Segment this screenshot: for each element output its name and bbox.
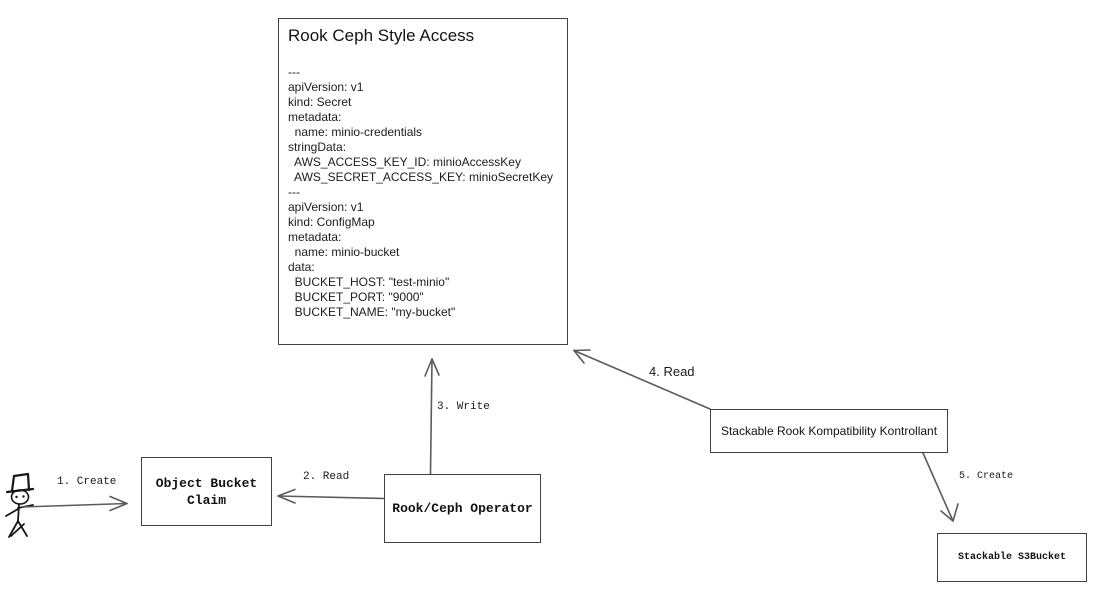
node-label: Stackable S3Bucket — [957, 552, 1067, 563]
edge-label-5-create: 5. Create — [959, 471, 1014, 482]
yaml-line: --- — [288, 65, 300, 79]
node-rook-ceph-style-access: Rook Ceph Style Access --- apiVersion: v… — [278, 18, 568, 345]
yaml-line: apiVersion: v1 — [288, 80, 364, 94]
node-object-bucket-claim: Object Bucket Claim — [141, 457, 272, 526]
edge-label-4-read: 4. Read — [649, 364, 695, 379]
yaml-line: AWS_SECRET_ACCESS_KEY: minioSecretKey — [288, 170, 553, 184]
node-label: Rook/Ceph Operator — [392, 501, 533, 516]
yaml-line: kind: Secret — [288, 95, 352, 109]
node-stackable-s3bucket: Stackable S3Bucket — [937, 533, 1087, 582]
yaml-line: name: minio-credentials — [288, 125, 423, 139]
main-box-title: Rook Ceph Style Access — [288, 26, 475, 45]
write-arrow-3 — [424, 358, 440, 475]
yaml-line: kind: ConfigMap — [288, 215, 375, 229]
yaml-line: stringData: — [288, 140, 347, 154]
user-stick-figure-icon — [5, 472, 35, 538]
create-arrow-1 — [21, 495, 128, 512]
edge-label-1-create: 1. Create — [57, 476, 117, 488]
yaml-line: data: — [288, 260, 315, 274]
yaml-line: AWS_ACCESS_KEY_ID: minioAccessKey — [288, 155, 521, 169]
create-arrow-5 — [922, 452, 959, 522]
yaml-line: metadata: — [288, 110, 342, 124]
node-rook-ceph-operator: Rook/Ceph Operator — [384, 474, 541, 543]
node-stackable-rook-kompatibility-kontrollant: Stackable Rook Kompatibility Kontrollant — [710, 409, 948, 453]
node-label: Stackable Rook Kompatibility Kontrollant — [720, 424, 938, 438]
yaml-line: BUCKET_PORT: "9000" — [288, 290, 424, 304]
read-arrow-4 — [573, 349, 711, 410]
node-label: Claim — [186, 492, 226, 508]
yaml-line: metadata: — [288, 230, 342, 244]
yaml-line: name: minio-bucket — [288, 245, 400, 259]
node-label: Object Bucket — [155, 475, 258, 491]
edge-label-2-read: 2. Read — [303, 471, 350, 483]
edge-label-3-write: 3. Write — [437, 401, 490, 413]
read-arrow-2 — [277, 488, 385, 504]
yaml-line: BUCKET_HOST: "test-minio" — [288, 275, 450, 289]
yaml-manifest: --- apiVersion: v1 kind: Secret metadata… — [288, 65, 567, 320]
yaml-line: --- — [288, 185, 300, 199]
yaml-line: apiVersion: v1 — [288, 200, 364, 214]
yaml-line: BUCKET_NAME: "my-bucket" — [288, 305, 456, 319]
